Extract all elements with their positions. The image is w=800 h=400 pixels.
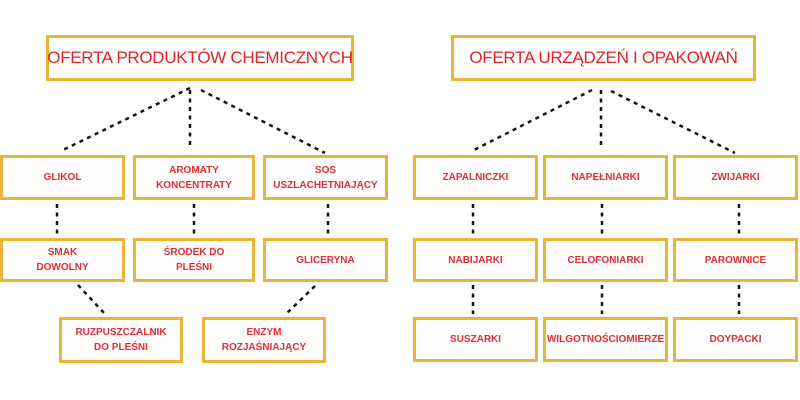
connector-line — [471, 88, 593, 153]
node-label: ENZYM ROZJAŚNIAJĄCY — [221, 327, 307, 353]
connector-line — [77, 284, 106, 315]
node-label: PAROWNICE — [704, 254, 767, 266]
node-sos-uszlachetniajacy: SOS USZLACHETNIAJĄCY — [263, 155, 388, 200]
node-label: AROMATY KONCENTRATY — [156, 164, 232, 191]
node-label: ZWIJARKI — [711, 172, 760, 183]
node-nabijarki: NABIJARKI — [413, 238, 538, 282]
node-label: CELOFONIARKI — [567, 254, 644, 266]
node-suszarki: SUSZARKI — [413, 317, 538, 362]
node-glikol: GLIKOL — [0, 155, 125, 200]
node-label: DOYPACKI — [709, 334, 762, 345]
node-aromaty-koncentraty: AROMATY KONCENTRATY — [133, 155, 255, 200]
chemical-products-title: OFERTA PRODUKTÓW CHEMICZNYCH — [47, 48, 353, 68]
node-label: WILGOTNOŚCIOMIERZE — [546, 334, 665, 345]
devices-packaging-title: OFERTA URZĄDZEŃ I OPAKOWAŃ — [469, 48, 738, 68]
node-label: SUSZARKI — [449, 334, 502, 345]
node-label: ZAPALNICZKI — [442, 172, 509, 183]
connector-line — [286, 285, 316, 314]
node-label: ŚRODEK DO PLEŚNI — [163, 247, 225, 273]
node-label: NAPEŁNIARKI — [571, 172, 640, 183]
node-zwijarki: ZWIJARKI — [673, 155, 798, 200]
node-gliceryna: GLICERYNA — [263, 238, 388, 282]
node-label: RUZPUSZCZALNIK DO PLEŚNI — [75, 327, 167, 353]
node-napelniarki: NAPEŁNIARKI — [543, 155, 668, 200]
chemical-products-title-box: OFERTA PRODUKTÓW CHEMICZNYCH — [46, 35, 354, 81]
node-wilgotnosciomierze: WILGOTNOŚCIOMIERZE — [543, 317, 668, 362]
connector-line — [62, 86, 191, 152]
node-smak-dowolny: SMAK DOWOLNY — [0, 238, 125, 282]
node-label: NABIJARKI — [448, 254, 503, 266]
node-zapalniczki: ZAPALNICZKI — [413, 155, 538, 200]
node-label: SOS USZLACHETNIAJĄCY — [273, 164, 378, 191]
node-label: GLICERYNA — [296, 254, 355, 266]
devices-packaging-title-box: OFERTA URZĄDZEŃ I OPAKOWAŃ — [451, 35, 756, 81]
node-ruzpuszczalnik-do-plesni: RUZPUSZCZALNIK DO PLEŚNI — [59, 317, 183, 363]
node-label: GLIKOL — [43, 172, 82, 183]
connector-line — [610, 89, 736, 155]
node-srodek-do-plesni: ŚRODEK DO PLEŚNI — [133, 238, 255, 282]
node-enzym-rozjasniajacy: ENZYM ROZJAŚNIAJĄCY — [202, 317, 326, 363]
node-doypacki: DOYPACKI — [673, 317, 798, 362]
connector-line — [200, 88, 326, 155]
node-label: SMAK DOWOLNY — [36, 247, 89, 273]
node-parownice: PAROWNICE — [673, 238, 798, 282]
node-celofoniarki: CELOFONIARKI — [543, 238, 668, 282]
